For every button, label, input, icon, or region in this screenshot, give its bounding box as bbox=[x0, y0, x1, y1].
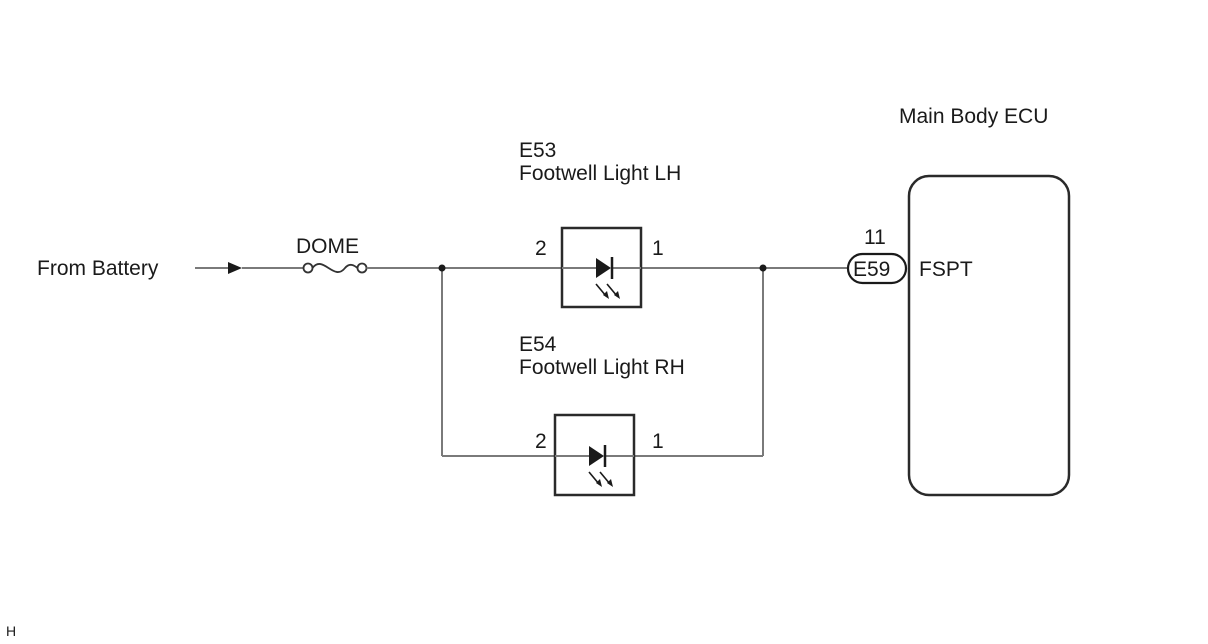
light-lh-pin-in: 2 bbox=[535, 237, 547, 260]
ecu-title: Main Body ECU bbox=[899, 105, 1048, 128]
ecu-pin-number: 11 bbox=[864, 226, 886, 249]
led-icon bbox=[595, 257, 620, 299]
ecu-connector-oval bbox=[846, 252, 908, 285]
junction-dot-left bbox=[438, 264, 446, 272]
light-rh-name: Footwell Light RH bbox=[519, 356, 685, 379]
light-lh-pin-out: 1 bbox=[652, 237, 664, 260]
light-rh-pin-in: 2 bbox=[535, 430, 547, 453]
ecu-terminal-label: FSPT bbox=[919, 258, 973, 281]
led-icon bbox=[588, 445, 613, 487]
light-lh-name: Footwell Light LH bbox=[519, 162, 681, 185]
corner-mark: H bbox=[6, 623, 16, 639]
light-lh-code: E53 bbox=[519, 139, 556, 162]
light-rh-pin-out: 1 bbox=[652, 430, 664, 453]
source-label: From Battery bbox=[37, 257, 159, 280]
junction-dot-right bbox=[759, 264, 767, 272]
fuse-label: DOME bbox=[296, 235, 359, 258]
ecu-box bbox=[907, 174, 1071, 497]
light-rh-code: E54 bbox=[519, 333, 557, 356]
fuse-icon bbox=[302, 262, 368, 274]
arrow-icon bbox=[195, 262, 242, 274]
ecu-connector-label: E59 bbox=[853, 258, 890, 281]
